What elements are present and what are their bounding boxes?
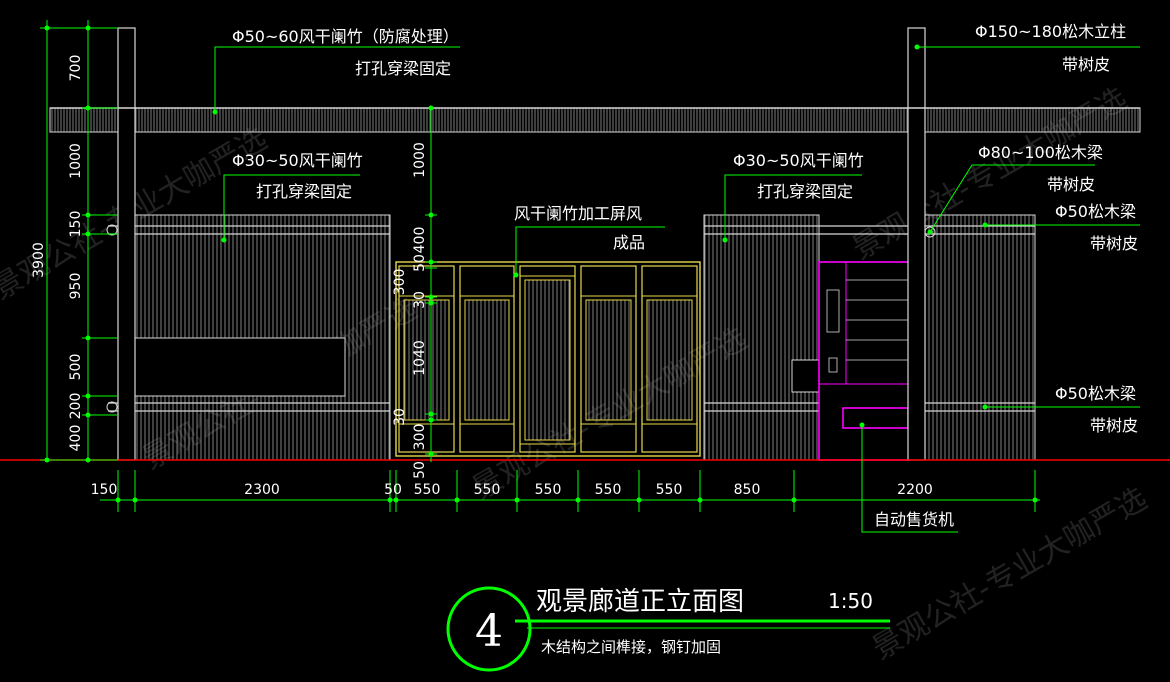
label-beam80-bark: 带树皮 (1047, 175, 1095, 194)
label-beam50a-spec: Φ50松木梁 (1055, 202, 1136, 221)
annotations: Φ50~60风干阑竹（防腐处理） 打孔穿梁固定 Φ150~180松木立柱 带树皮… (232, 22, 1138, 529)
label-post-bark: 带树皮 (1062, 55, 1110, 74)
dim-total-height: 3900 (31, 242, 47, 278)
drawing-number: 4 (475, 606, 503, 657)
dim-300: 300 (412, 424, 428, 451)
label-post-spec: Φ150~180松木立柱 (975, 22, 1126, 41)
screen-panel-infill (403, 299, 450, 421)
screen-panel-infill (585, 299, 632, 421)
drawing-title: 观景廊道正立面图 (536, 587, 744, 617)
dim-550: 550 (474, 482, 501, 498)
dim-50: 50 (384, 482, 402, 498)
dim-1040: 1040 (412, 340, 428, 376)
dim-400: 400 (68, 425, 84, 452)
dim-500: 500 (68, 354, 84, 381)
screen-panel (398, 265, 455, 453)
leader-dots (212, 44, 988, 428)
label-beam50a-bark: 带树皮 (1090, 234, 1138, 253)
dim-400: 400 (412, 227, 428, 254)
screen-dimension-labels: 1000 400 50 300 30 1040 30 300 50 (392, 142, 428, 479)
vending-machine (791, 261, 910, 461)
leader-vending (861, 425, 958, 533)
drawing-scale: 1:50 (828, 589, 873, 613)
vending-coin-slot (828, 357, 838, 373)
drawing-number-circle (446, 586, 532, 672)
right-wall-left-part (703, 214, 820, 461)
screen-panel-infill (646, 299, 693, 421)
drawing-note: 木结构之间榫接，钢钉加固 (541, 638, 721, 656)
dim-2200: 2200 (897, 482, 933, 498)
dim-550: 550 (414, 482, 441, 498)
dim-850: 850 (734, 482, 761, 498)
dim-30: 30 (412, 291, 428, 309)
dim-550: 550 (595, 482, 622, 498)
dim-200: 200 (68, 393, 84, 420)
left-pine-post (117, 27, 136, 461)
leader-screen (515, 226, 665, 275)
dim-50: 50 (412, 254, 428, 272)
screen-dim-ticks (428, 105, 434, 457)
label-vending-machine: 自动售货机 (874, 510, 954, 529)
title-block: 4 观景廊道正立面图 1:50 木结构之间榫接，钢钉加固 (446, 586, 890, 672)
label-top-bamboo-fix: 打孔穿梁固定 (355, 59, 451, 78)
bottom-dim-ticks (115, 497, 1038, 503)
label-right-bamboo-spec: Φ30~50风干阑竹 (733, 151, 864, 170)
screen-panel (519, 265, 576, 453)
label-screen-product: 成品 (613, 233, 645, 252)
leader-lines (214, 46, 1140, 533)
vending-side-box (791, 359, 821, 393)
label-beam50b-spec: Φ50松木梁 (1055, 384, 1136, 403)
bottom-dimension-labels: 150 2300 50 550 550 550 550 550 850 2200 (91, 482, 933, 498)
screen-panel (580, 265, 637, 453)
screen-panel (459, 265, 515, 453)
vending-body (818, 261, 910, 461)
vending-keypad (826, 289, 840, 333)
dim-300: 300 (392, 269, 408, 296)
left-beam-end (106, 224, 118, 236)
dim-1000: 1000 (412, 142, 428, 178)
label-left-bamboo-fix: 打孔穿梁固定 (256, 182, 352, 201)
bottom-dimension-chain (100, 470, 1040, 512)
screen-panel-infill (464, 299, 510, 421)
label-right-bamboo-fix: 打孔穿梁固定 (757, 182, 853, 201)
roof-bamboo (49, 107, 1141, 133)
dim-50: 50 (412, 461, 428, 479)
screen-outer-frame (395, 261, 701, 457)
leader-left-bamboo (223, 174, 360, 240)
dim-700: 700 (68, 55, 84, 82)
dim-150: 150 (91, 482, 118, 498)
leader-right-bamboo (724, 174, 862, 240)
label-beam50b-bark: 带树皮 (1090, 416, 1138, 435)
dim-550: 550 (535, 482, 562, 498)
leader-top-bamboo (214, 46, 460, 112)
leader-beam80 (929, 164, 1095, 233)
left-dimension-labels: 3900 700 1000 150 950 500 200 400 (31, 55, 84, 452)
label-top-bamboo-spec: Φ50~60风干阑竹（防腐处理） (232, 27, 459, 46)
label-left-bamboo-spec: Φ30~50风干阑竹 (232, 151, 363, 170)
pine-posts (50, 27, 1140, 461)
dim-30: 30 (392, 408, 408, 426)
dim-1000: 1000 (68, 143, 84, 179)
roof-bamboo-band (49, 107, 1141, 133)
left-wall-panel (134, 337, 346, 397)
screen-panel-infill (524, 279, 571, 441)
left-bamboo-wall (106, 214, 391, 461)
bamboo-screen (395, 261, 701, 457)
dim-150: 150 (68, 211, 84, 238)
screen-panel (641, 265, 698, 453)
dim-950: 950 (68, 273, 84, 300)
right-wall-right-part (909, 214, 1036, 461)
left-beam-end (106, 401, 118, 413)
dim-550: 550 (656, 482, 683, 498)
dim-2300: 2300 (244, 482, 280, 498)
left-dimension-chain (40, 20, 118, 462)
label-screen-spec: 风干阑竹加工屏风 (514, 204, 642, 223)
right-pine-post (907, 27, 926, 461)
label-beam80-spec: Φ80~100松木梁 (978, 143, 1103, 162)
left-dim-ticks (44, 25, 91, 463)
